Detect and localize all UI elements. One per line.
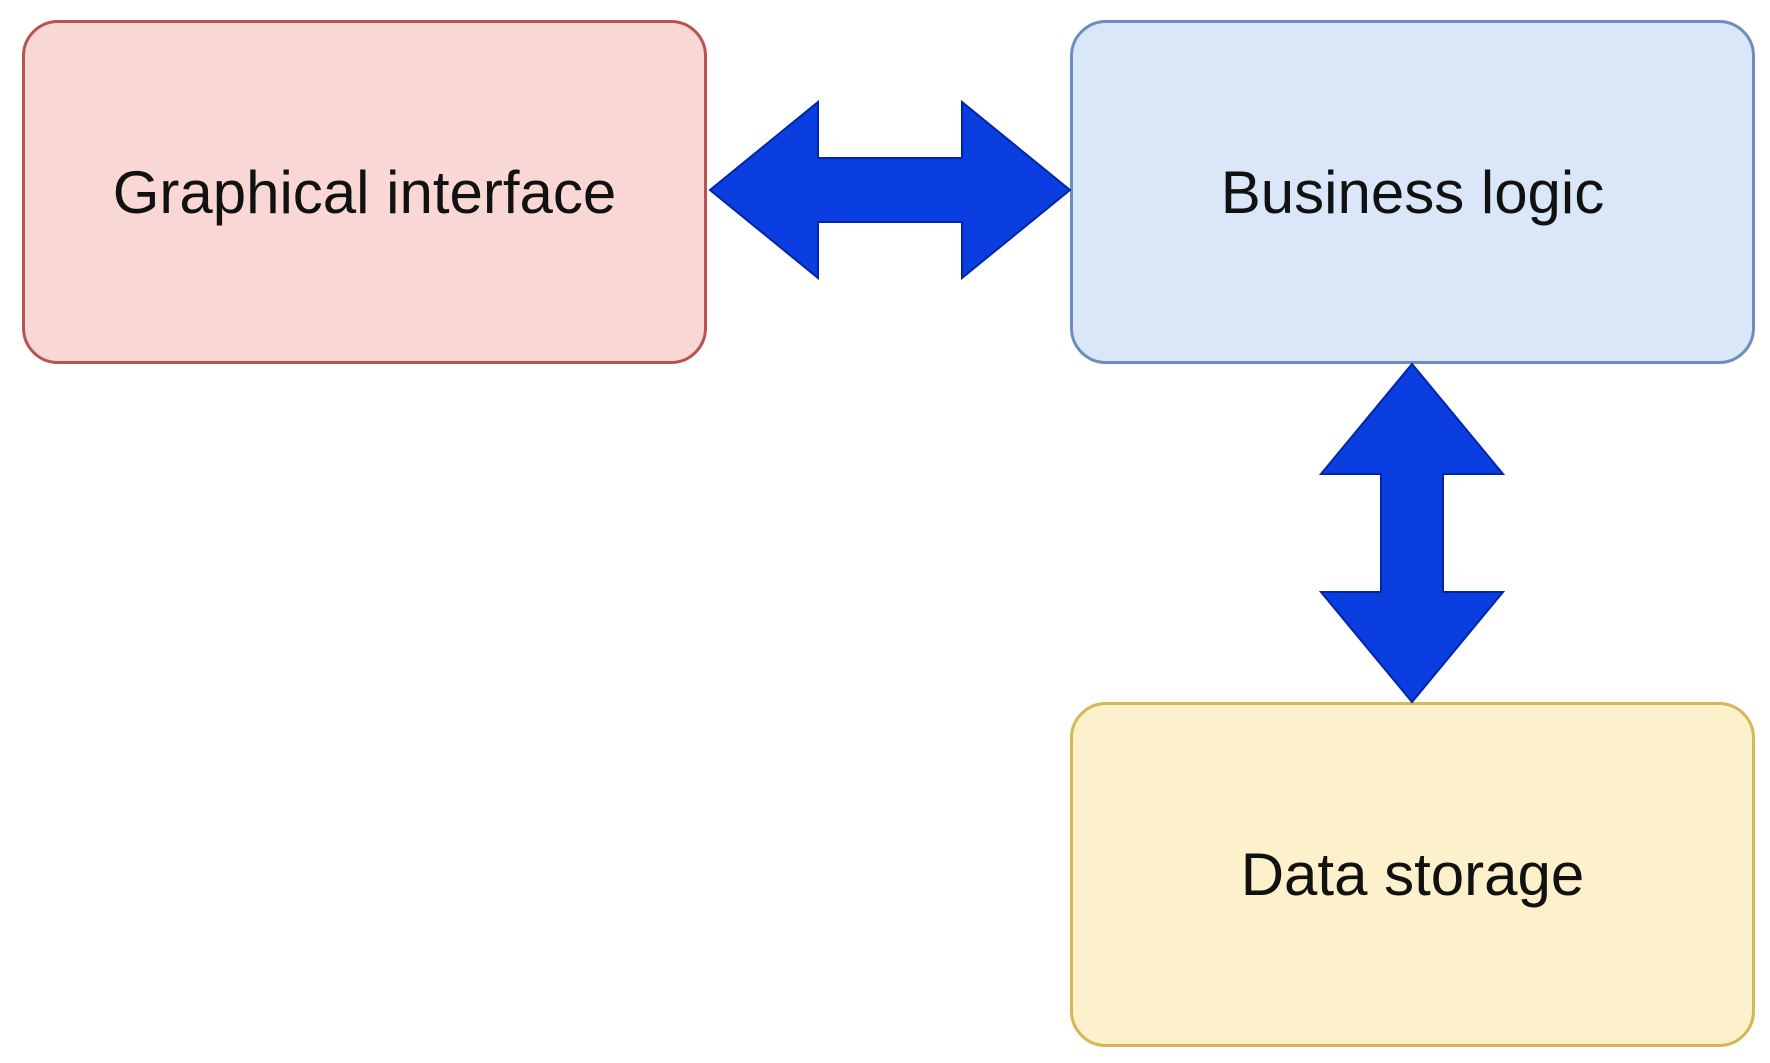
business-logic-label: Business logic — [1220, 158, 1605, 226]
data-storage-label: Data storage — [1240, 841, 1585, 908]
data-storage-box: Data storage — [1070, 702, 1755, 1047]
bidirectional-arrow-icon — [1318, 362, 1506, 704]
graphical-interface-box: Graphical interface — [22, 20, 707, 364]
business-logic-box: Business logic — [1070, 20, 1755, 364]
graphical-interface-label: Graphical interface — [112, 158, 617, 226]
bidirectional-arrow-icon — [708, 99, 1072, 281]
